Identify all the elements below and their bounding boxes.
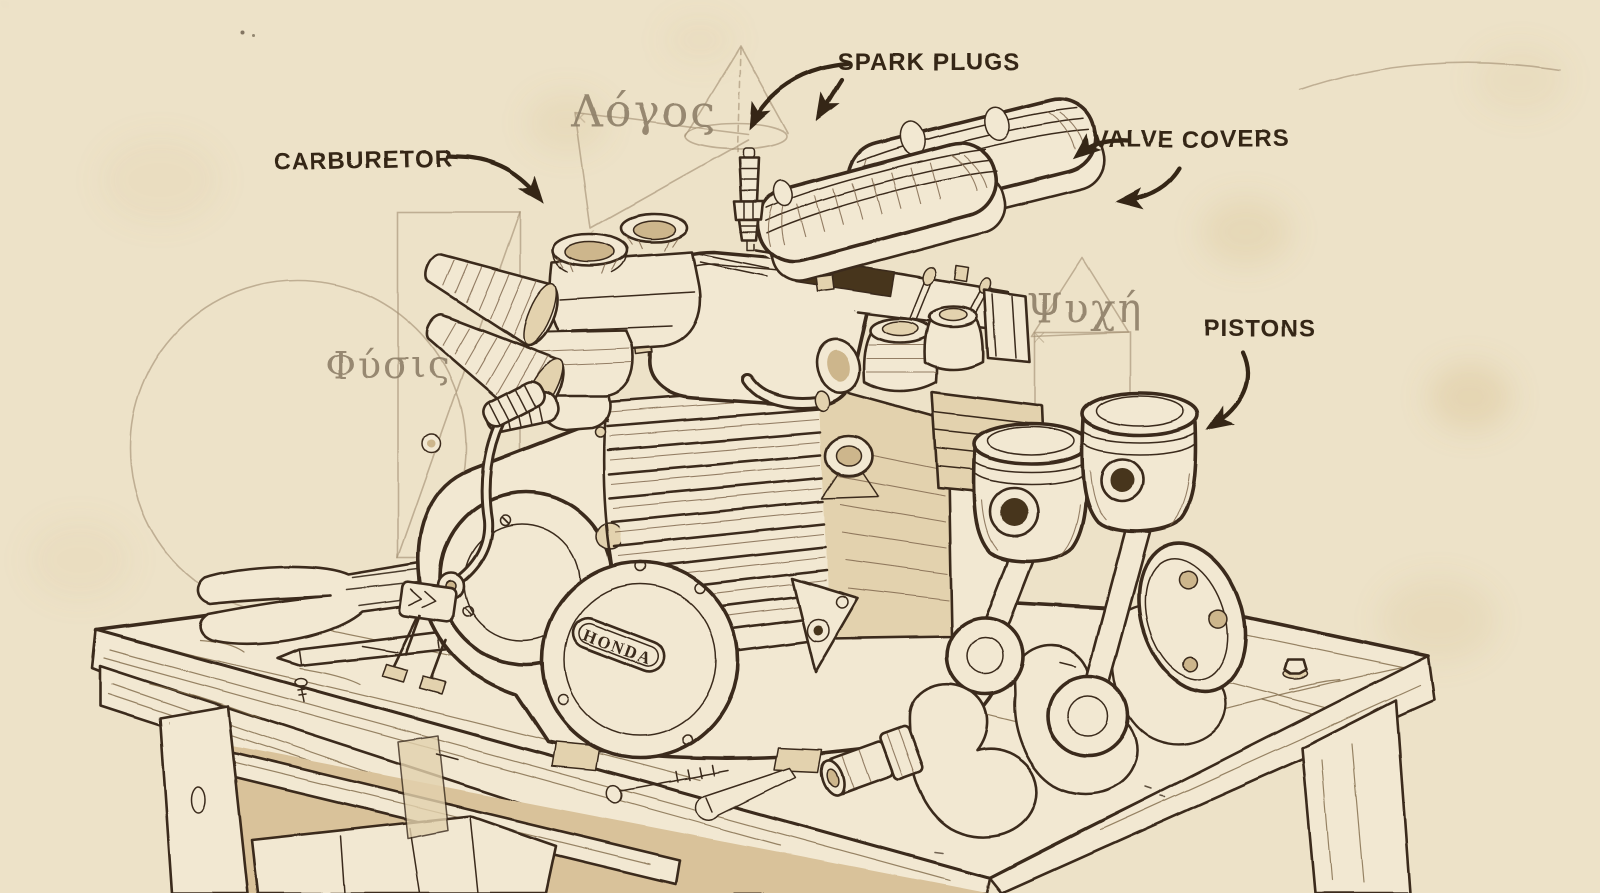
label-carburetor: CARBURETOR	[273, 145, 545, 204]
intake-bell-2	[619, 212, 689, 252]
intake-port	[821, 434, 879, 499]
label-pistons: PISTONS	[1204, 315, 1316, 430]
label-spark-plugs: SPARK PLUGS	[748, 49, 1021, 131]
kick-lever	[398, 380, 546, 656]
valve-cover-front	[755, 141, 1007, 293]
label-valve-covers: VALVE COVERS	[1072, 126, 1288, 210]
mount-bracket	[790, 576, 860, 674]
spark-plug-drawing	[732, 147, 765, 251]
valve-covers-arrow-2	[1115, 165, 1183, 210]
bolt-pointed	[694, 767, 797, 821]
piston-left	[945, 422, 1090, 696]
greek-word-psyche: Ψυχή	[1027, 286, 1143, 332]
carburetor-label-text: CARBURETOR	[273, 145, 454, 177]
pistons-drawing	[945, 391, 1200, 758]
spark-plugs-arrow-1	[748, 61, 851, 131]
greek-word-physis: Φύσις	[325, 343, 451, 387]
pistons-arrow	[1206, 349, 1250, 430]
greek-word-logos: Λόγος	[570, 86, 717, 137]
small-screws	[294, 645, 459, 761]
valve-covers-arrow-1	[1072, 133, 1131, 160]
piston-right	[1046, 391, 1200, 758]
clutch-cover: HONDA	[540, 560, 740, 760]
crankshaft-rear	[996, 541, 1247, 811]
pliers	[196, 561, 463, 646]
crank-snout	[820, 725, 924, 797]
cylinder-head-cover	[629, 250, 871, 412]
spark-plugs-label-text: SPARK PLUGS	[838, 49, 1021, 76]
crankshaft-drawing	[820, 665, 1049, 855]
hex-nut	[1282, 658, 1308, 680]
valve-covers-drawing	[755, 96, 1106, 293]
carburetor-arrow	[445, 153, 545, 204]
air-filter-cone	[424, 253, 559, 347]
pistons-label-text: PISTONS	[1204, 315, 1316, 342]
bolt-long	[606, 765, 729, 804]
annotations: CARBURETOR SPARK PLUGS VALVE COVERS PIST…	[273, 49, 1316, 430]
loose-bolts	[606, 658, 1308, 821]
crate	[250, 814, 558, 893]
intake-bell	[551, 232, 629, 275]
tappet-caps	[862, 266, 1032, 393]
spark-plugs-arrow-2	[816, 77, 845, 122]
crank-flange	[1137, 541, 1247, 693]
